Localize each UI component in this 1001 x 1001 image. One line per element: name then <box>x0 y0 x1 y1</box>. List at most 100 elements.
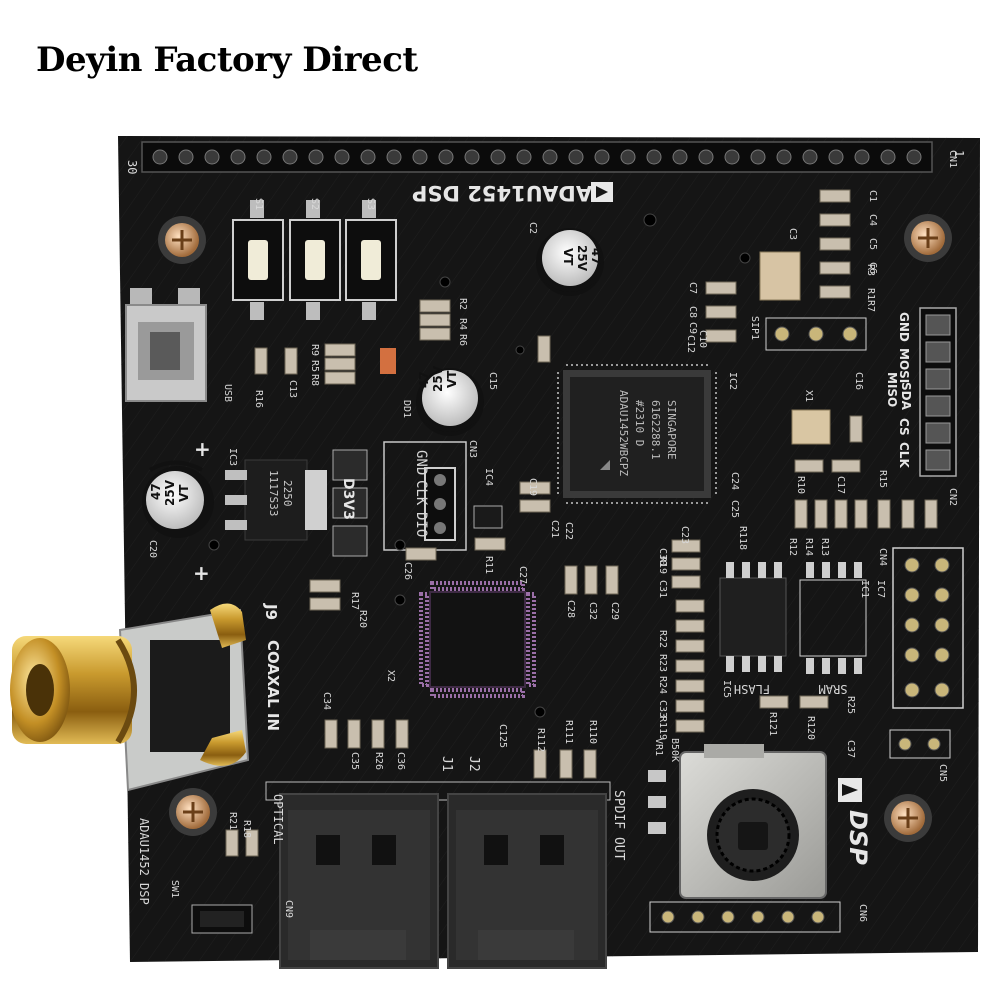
screw-bottom-right <box>884 794 932 842</box>
ref-s1: S1 <box>253 198 264 210</box>
ref-r120: R120 <box>805 716 816 740</box>
ref-cn5: CN5 <box>937 764 948 782</box>
ref-c3: C3 <box>787 228 798 240</box>
spi-gnd: GND <box>897 312 911 342</box>
pin-1-label: 1 <box>952 150 966 157</box>
switch-s3 <box>345 219 397 301</box>
pin-header-top <box>141 141 933 173</box>
spi-cs: CS <box>897 418 911 436</box>
ref-r6: R6 <box>457 334 468 346</box>
ref-cn9: CN9 <box>283 900 294 918</box>
logo-dsp: DSP <box>844 810 872 865</box>
ref-c32: C32 <box>587 602 598 620</box>
side-label: ADAU1452 DSP <box>137 818 151 905</box>
ref-ic5: IC5 <box>721 680 732 698</box>
crystal-x1 <box>791 409 831 445</box>
ref-c13: C13 <box>287 380 298 398</box>
cap-c15-value: 47 <box>417 371 431 388</box>
cap-c2-value: 47 <box>589 248 603 265</box>
ref-cn2: CN2 <box>947 488 958 506</box>
cap-c20-series: VT <box>177 484 191 502</box>
ref-c12: C12 <box>685 335 696 353</box>
ref-c10: C10 <box>697 330 708 348</box>
ref-c34: C34 <box>321 692 332 710</box>
ref-r15: R15 <box>877 470 888 488</box>
flash-chip <box>719 562 787 672</box>
ref-c21: C21 <box>549 520 560 538</box>
led-dd1 <box>380 348 396 374</box>
ref-c36: C36 <box>395 752 406 770</box>
ref-ic2: IC2 <box>727 372 738 390</box>
switch-s1 <box>232 219 284 301</box>
ref-b50k: B50K <box>669 738 680 762</box>
ref-c33: C33 <box>657 700 668 718</box>
cap-c15-series: VT <box>445 370 459 388</box>
spi-miso: MISO <box>885 372 899 407</box>
dsp-chip-adau1452 <box>563 370 711 498</box>
ref-r2: R2 <box>457 298 468 310</box>
ref-r26: R26 <box>373 752 384 770</box>
ref-r10: R10 <box>795 476 806 494</box>
ref-ic7: IC7 <box>875 580 886 598</box>
ref-cn6: CN6 <box>857 904 868 922</box>
ref-s2: S2 <box>309 198 320 210</box>
ref-c26: C26 <box>402 562 413 580</box>
ref-r18: R18 <box>241 820 252 838</box>
ref-c25: C25 <box>729 500 740 518</box>
ref-c19: C19 <box>527 478 538 496</box>
dsp-lot: 6162288.1 <box>649 400 662 460</box>
usb-label: USB <box>222 384 233 402</box>
ref-vr1: VR1 <box>653 738 664 756</box>
screw-top-left <box>158 216 206 264</box>
ref-r20: R20 <box>357 610 368 628</box>
ref-r17: R17 <box>349 592 360 610</box>
ref-r111: R111 <box>563 720 574 744</box>
ref-sip1: SIP1 <box>749 316 760 340</box>
board-title: ADAU1452 DSP <box>412 181 592 205</box>
banner-text: Deyin Factory Direct <box>36 40 418 80</box>
ref-c125: C125 <box>497 724 508 748</box>
spdif-out-label: SPDIF OUT <box>611 790 626 861</box>
ref-c30: C30 <box>657 548 668 566</box>
cap-c2-series: VT <box>561 248 575 266</box>
sram-chip <box>799 562 867 674</box>
ref-r22: R22 <box>657 630 668 648</box>
cap-c20-value: 47 <box>149 483 163 500</box>
jack-label: J9 <box>262 603 280 620</box>
prog-gnd: GND <box>413 450 429 475</box>
ref-r112: R112 <box>535 728 546 752</box>
cap-c15-voltage: 25V <box>431 365 445 392</box>
ref-r4: R4 <box>457 318 468 330</box>
ref-r16: R16 <box>253 390 264 408</box>
ref-c17: C17 <box>835 476 846 494</box>
ref-c27: C27 <box>517 566 528 584</box>
optical-connector-j1 <box>279 793 439 969</box>
ref-c9: C9 <box>687 322 698 334</box>
ref-cn3: CN3 <box>467 440 478 458</box>
screw-bottom-left <box>169 788 217 836</box>
cap-c2-voltage: 25V <box>575 245 589 272</box>
spi-sda: SDA <box>899 382 913 411</box>
sip1-header <box>765 317 867 351</box>
coaxial-label: COAXAL IN <box>264 640 282 731</box>
ref-ic1: IC1 <box>859 580 870 598</box>
ref-c8: C8 <box>687 306 698 318</box>
j2-label: J2 <box>466 756 481 772</box>
d3v3-label: D3V3 <box>340 478 356 520</box>
spi-mosi: MOSI <box>897 348 911 383</box>
ref-r12: R12 <box>787 538 798 556</box>
capacitor-c15 <box>416 368 484 436</box>
cap-c20-voltage: 25V <box>163 479 177 506</box>
ref-s3: S3 <box>365 198 376 210</box>
prog-clk: CLK <box>413 480 429 506</box>
capacitor-c20 <box>142 460 214 538</box>
dsp-date: #2310 D <box>633 400 646 446</box>
regulator-part: 1117S33 <box>267 470 280 516</box>
ref-c37: C37 <box>845 740 856 758</box>
ref-c1: C1 <box>867 190 878 202</box>
optical-connector-j2 <box>447 793 607 969</box>
ref-r24: R24 <box>657 676 668 694</box>
svg-text:+: + <box>193 561 210 585</box>
j1-label: J1 <box>439 756 454 772</box>
